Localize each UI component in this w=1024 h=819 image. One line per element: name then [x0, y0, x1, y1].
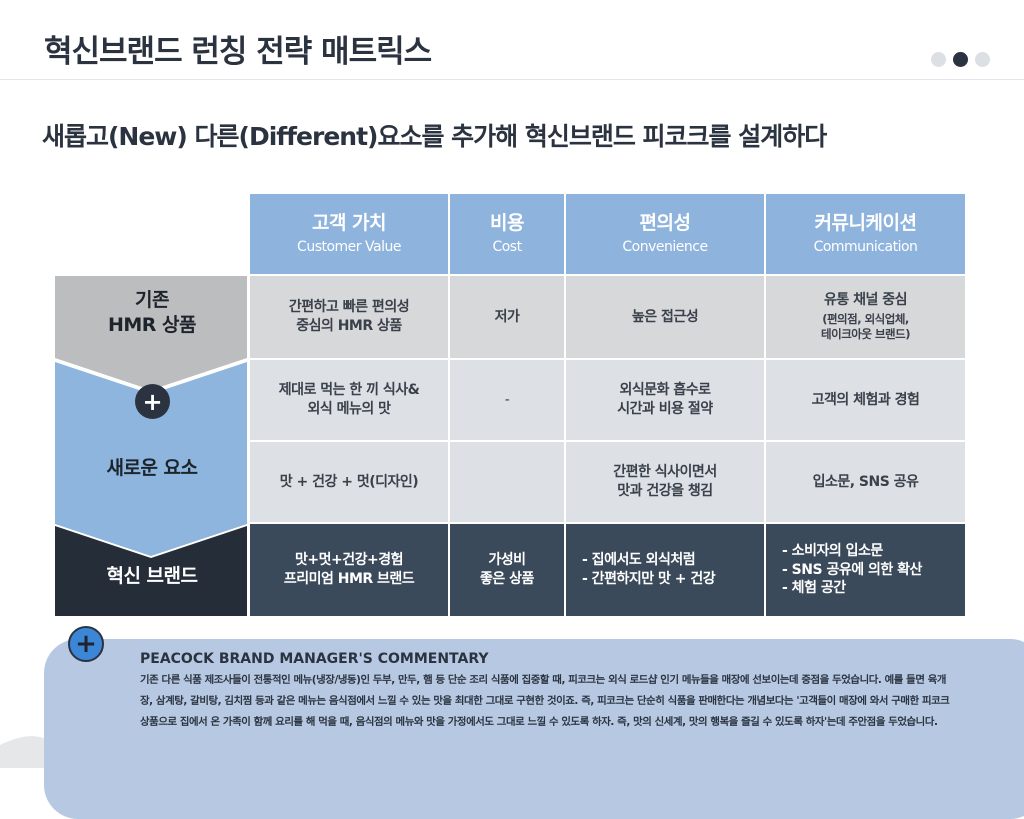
cell-existing-convenience: 높은 접근성: [566, 276, 764, 358]
new-elements-row-shape: [55, 362, 247, 556]
col-header-en: Customer Value: [297, 239, 401, 256]
cell-new2-value: 맛 + 건강 + 멋(디자인): [250, 442, 448, 522]
commentary-title: PEACOCK BRAND MANAGER'S COMMENTARY: [140, 651, 489, 667]
col-header-communication: 커뮤니케이션 Communication: [766, 194, 965, 274]
cell-innovation-cost: 가성비 좋은 상품: [450, 524, 564, 616]
cell-innovation-communication: - 소비자의 입소문 - SNS 공유에 의한 확산 - 체험 공간: [766, 524, 965, 616]
page-title: 혁신브랜드 런칭 전략 매트릭스: [44, 34, 432, 70]
cell-new1-convenience: 외식문화 흡수로 시간과 비용 절약: [566, 360, 764, 440]
cell-new2-communication: 입소문, SNS 공유: [766, 442, 965, 522]
page-dot-3[interactable]: [975, 52, 990, 67]
page-indicator: [931, 52, 990, 67]
cell-sub-text: (편의점, 외식업체, 테이크아웃 브랜드): [821, 311, 910, 342]
cell-innovation-value: 맛+멋+건강+경험 프리미엄 HMR 브랜드: [250, 524, 448, 616]
row-label-innovation: 혁신 브랜드: [106, 565, 198, 587]
cell-existing-cost: 저가: [450, 276, 564, 358]
cell-main-text: 유통 채널 중심: [823, 292, 908, 309]
slide-subtitle: 새롭고(New) 다른(Different)요소를 추가해 혁신브랜드 피코크를…: [42, 122, 827, 151]
col-header-ko: 커뮤니케이션: [814, 211, 917, 234]
col-header-ko: 편의성: [639, 211, 691, 234]
plus-badge-icon: +: [68, 626, 104, 662]
row-label-new-elements: 새로운 요소: [106, 457, 198, 479]
cell-new1-communication: 고객의 체험과 경험: [766, 360, 965, 440]
cell-new1-value: 제대로 먹는 한 끼 식사& 외식 메뉴의 맛: [250, 360, 448, 440]
col-header-en: Convenience: [622, 239, 708, 256]
col-header-ko: 비용: [490, 211, 524, 234]
cell-existing-value: 간편하고 빠른 편의성 중심의 HMR 상품: [250, 276, 448, 358]
page-dot-2-active[interactable]: [953, 52, 968, 67]
cell-innovation-convenience: - 집에서도 외식처럼 - 간편하지만 맛 + 건강: [566, 524, 764, 616]
commentary-body: 기존 다른 식품 제조사들이 전통적인 메뉴(냉장/냉동)인 두부, 만두, 햄…: [140, 674, 950, 728]
title-divider: [0, 79, 1024, 80]
col-header-en: Communication: [813, 239, 918, 256]
plus-icon: +: [135, 384, 170, 419]
col-header-ko: 고객 가치: [311, 211, 387, 234]
cell-new2-cost: [450, 442, 564, 522]
cell-existing-communication: 유통 채널 중심 (편의점, 외식업체, 테이크아웃 브랜드): [766, 276, 965, 358]
col-header-customer-value: 고객 가치 Customer Value: [250, 194, 448, 274]
row-label-existing: 기존 HMR 상품: [107, 289, 197, 336]
page-dot-1[interactable]: [931, 52, 946, 67]
existing-row-shape: [55, 276, 247, 390]
col-header-convenience: 편의성 Convenience: [566, 194, 764, 274]
col-header-en: Cost: [492, 239, 522, 256]
strategy-matrix: 기존 HMR 상품 + 새로운 요소 혁신 브랜드 고객 가치 Customer…: [55, 194, 965, 616]
row-label-column: [55, 276, 247, 616]
col-header-cost: 비용 Cost: [450, 194, 564, 274]
innovation-row-shape: [55, 526, 247, 616]
cell-new1-cost: -: [450, 360, 564, 440]
cell-new2-convenience: 간편한 식사이면서 맛과 건강을 챙김: [566, 442, 764, 522]
